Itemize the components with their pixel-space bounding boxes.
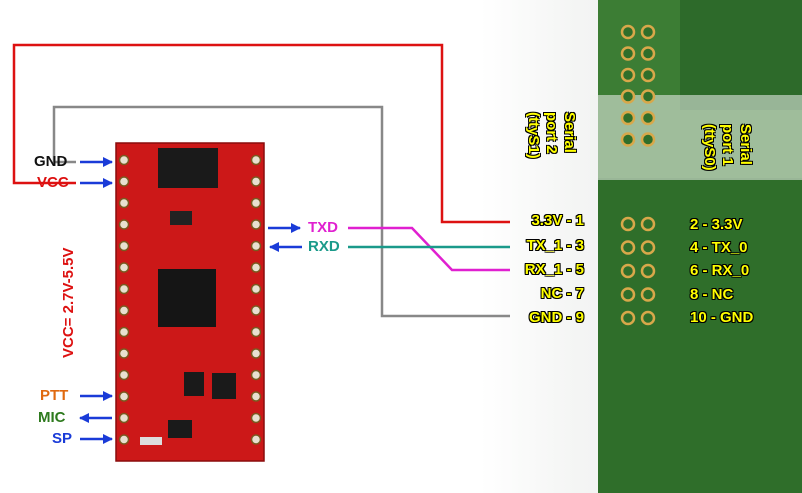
header-pin xyxy=(640,24,656,40)
serial-port-2-title-line1: Serial xyxy=(561,112,578,153)
serial-port-1-title: Serial port 1 (ttyS0) xyxy=(700,124,754,171)
port2-pin-5: RX_1 - 5 xyxy=(524,261,584,278)
header-pin xyxy=(620,240,636,255)
module-pin-hole xyxy=(118,326,130,338)
header-pin xyxy=(620,67,636,83)
header-pin xyxy=(620,310,636,326)
port1-pin-6: 6 - RX_0 xyxy=(690,262,750,279)
pcb-board-top xyxy=(680,0,802,110)
module-pin-hole xyxy=(250,326,262,338)
serial-port-2-title: Serial port 2 (ttyS1) xyxy=(524,112,578,159)
serial-port-1-title-line2: port 1 xyxy=(719,124,736,166)
serial-port-2-title-line2: port 2 xyxy=(543,112,560,154)
module-pin-hole xyxy=(250,154,262,166)
module-pin-hole xyxy=(250,240,262,252)
header-pin xyxy=(620,287,636,302)
header-pin xyxy=(640,287,656,302)
serial-port-2-title-line3: (ttyS1) xyxy=(525,112,542,159)
pcb-board-lower xyxy=(598,178,802,493)
module-pin-hole xyxy=(118,305,130,316)
header-pin xyxy=(640,110,656,126)
port1-pin-8: 8 - NC xyxy=(690,286,734,303)
module-pin-hole xyxy=(118,391,130,402)
rxd-label: RXD xyxy=(308,238,340,255)
ptt-label: PTT xyxy=(40,387,69,404)
header-pin xyxy=(640,310,656,326)
module-pin-hole xyxy=(118,348,130,359)
module-pin-hole xyxy=(118,412,130,424)
header-pin xyxy=(620,89,636,104)
header-pin xyxy=(640,216,656,232)
header-pin xyxy=(640,132,656,147)
header-pin xyxy=(620,24,636,40)
module-pin-hole xyxy=(118,197,130,209)
port2-pin-3: TX_1 - 3 xyxy=(526,237,584,254)
mic-label: MIC xyxy=(38,409,66,426)
module-pin-hole xyxy=(250,391,262,402)
header-pin xyxy=(640,240,656,255)
port2-pin-1: 3.3V - 1 xyxy=(531,212,584,229)
module-pin-hole xyxy=(250,219,262,230)
header-pin xyxy=(640,46,656,61)
sp-label: SP xyxy=(52,430,73,447)
port1-pin-2: 2 - 3.3V xyxy=(690,216,743,233)
module-pin-hole xyxy=(118,154,130,166)
gnd-label: GND xyxy=(34,153,68,170)
txd-wire xyxy=(348,226,510,272)
port2-pin-9: GND - 9 xyxy=(528,309,584,326)
header-pin xyxy=(640,89,656,104)
module-pin-hole xyxy=(250,283,262,295)
header-pin xyxy=(620,132,636,147)
pcb-headers xyxy=(620,24,656,326)
header-pin xyxy=(640,67,656,83)
module-pin-hole xyxy=(250,412,262,424)
module-pin-hole xyxy=(250,369,262,381)
module-pin-hole xyxy=(118,176,130,187)
txd-label: TXD xyxy=(308,219,338,236)
gnd-wire xyxy=(52,105,510,318)
vcc-wire xyxy=(12,43,510,224)
port1-pin-4: 4 - TX_0 xyxy=(690,239,748,256)
tts-module-board xyxy=(115,142,265,462)
vcc-label: VCC xyxy=(37,174,69,191)
module-pin-hole xyxy=(250,434,262,445)
module-pin-hole xyxy=(250,197,262,209)
header-pin xyxy=(620,110,636,126)
header-pin xyxy=(620,263,636,279)
module-pin-rows xyxy=(118,154,262,445)
module-pin-hole xyxy=(118,369,130,381)
supply-range-label: VCC= 2.7V-5.5V xyxy=(60,247,77,358)
port2-pin-7: NC - 7 xyxy=(540,285,584,302)
module-pin-hole xyxy=(250,176,262,187)
module-pin-hole xyxy=(118,262,130,273)
module-pin-hole xyxy=(118,434,130,445)
module-pin-hole xyxy=(118,283,130,295)
module-pin-hole xyxy=(250,348,262,359)
module-pin-hole xyxy=(118,219,130,230)
port1-pin-10: 10 - GND xyxy=(690,309,754,326)
module-pin-hole xyxy=(250,305,262,316)
header-pin xyxy=(620,216,636,232)
serial-port-1-title-line1: Serial xyxy=(737,124,754,165)
header-pin xyxy=(620,46,636,61)
module-pin-hole xyxy=(118,240,130,252)
serial-port-1-title-line3: (ttyS0) xyxy=(701,124,718,171)
module-pin-hole xyxy=(250,262,262,273)
header-pin xyxy=(640,263,656,279)
